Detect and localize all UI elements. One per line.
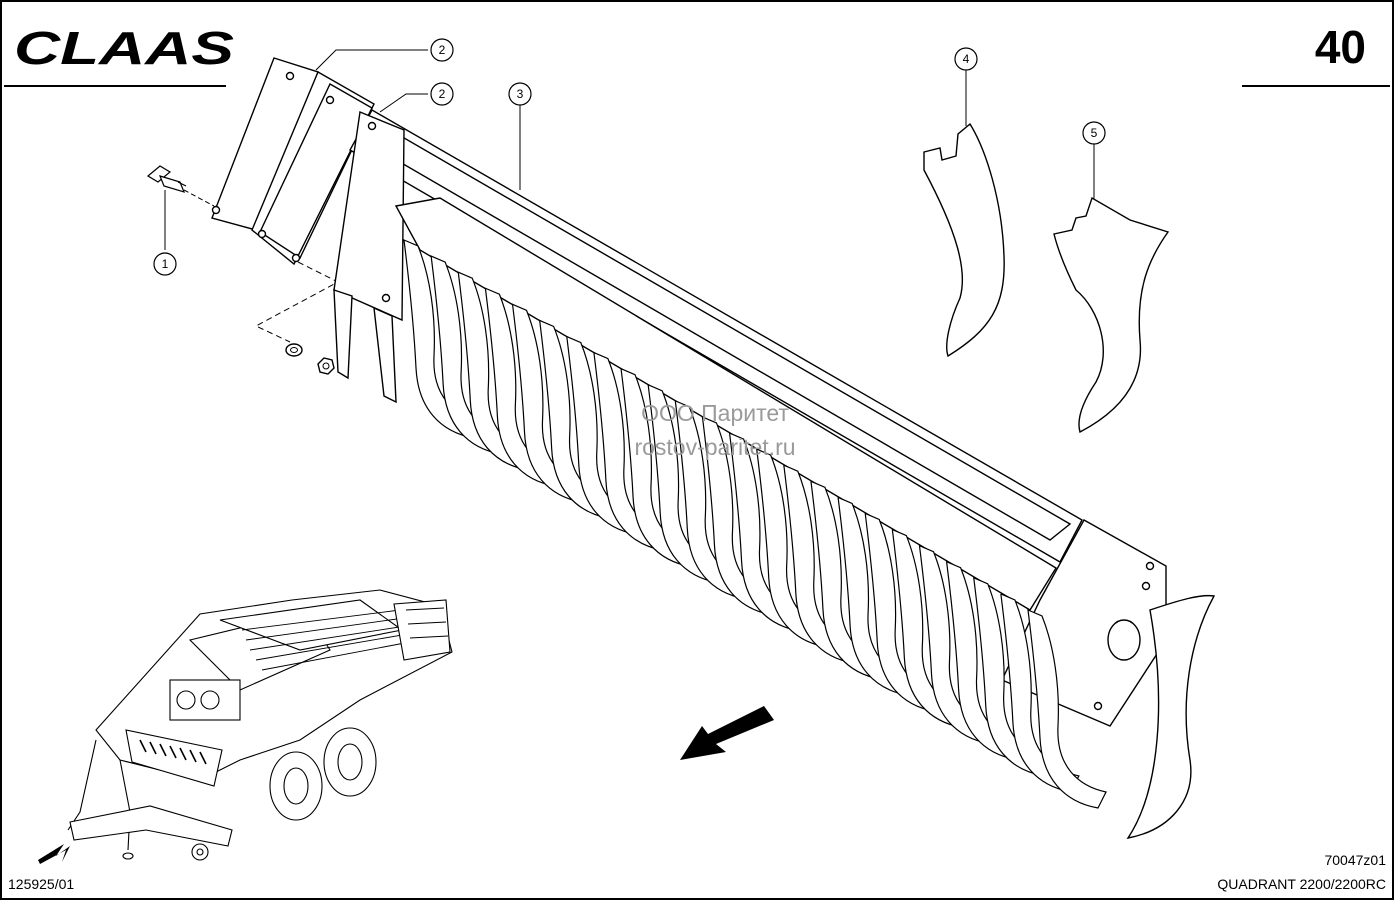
guide-tine: [1027, 609, 1107, 809]
callout-3: 3: [508, 82, 532, 106]
callout-4: 4: [954, 47, 978, 71]
page-number: 40: [1314, 21, 1366, 73]
svg-text:4: 4: [963, 52, 970, 66]
callout-1: 1: [153, 252, 177, 276]
svg-text:2: 2: [439, 87, 446, 101]
tine-row: [403, 239, 1107, 809]
watermark-line-1: ООО Паритет: [641, 400, 789, 426]
callout-dash-1: [183, 189, 215, 207]
svg-text:5: 5: [1091, 126, 1098, 140]
callout-5: 5: [1082, 121, 1106, 145]
tine-part-5: [1053, 196, 1170, 434]
callout-leader-2a: [315, 49, 428, 71]
callout-2b: 2: [430, 82, 454, 106]
svg-text:2: 2: [439, 43, 446, 57]
svg-text:3: 3: [517, 87, 524, 101]
nut-part: [317, 357, 335, 375]
watermark-line-2: rostov-paritet.ru: [634, 434, 796, 460]
travel-direction-arrow: [38, 844, 70, 864]
callout-2a: 2: [430, 38, 454, 62]
guide-rail-assembly: [333, 109, 1216, 840]
drawing-code: 70047z01: [1324, 852, 1386, 868]
direction-arrow: [680, 706, 774, 760]
callout-leader-2b: [379, 93, 428, 113]
claas-logo: CLAAS: [14, 22, 234, 74]
watermark: ООО Паритет rostov-paritet.ru: [560, 396, 870, 464]
baler-overview-illustration: [67, 589, 453, 861]
tine-part-4: [923, 122, 1005, 358]
svg-text:CLAAS: CLAAS: [14, 22, 234, 74]
bolt-part: [146, 165, 187, 193]
washer-part: [285, 343, 303, 357]
mounting-plate-back: [251, 70, 375, 266]
reference-number: 125925/01: [8, 876, 75, 892]
model-name: QUADRANT 2200/2200RC: [1217, 876, 1386, 892]
assembly-dash-lines: [254, 261, 340, 343]
svg-text:1: 1: [162, 257, 169, 271]
